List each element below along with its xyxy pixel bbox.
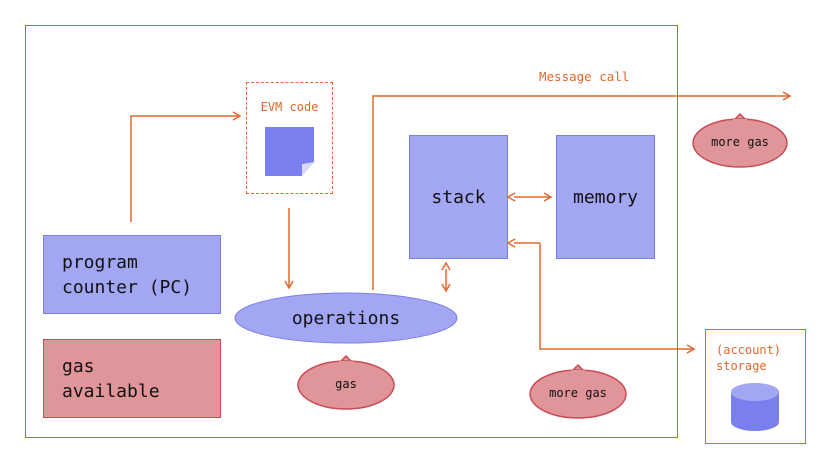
memory-box: memory [556,135,655,259]
message-call-label: Message call [539,69,630,84]
program-counter-box: program counter (PC) [43,235,221,314]
evm-frame [25,25,678,438]
program-counter-line-2: counter (PC) [62,276,193,298]
gas-available-line-1: gas [62,355,95,377]
gas-available-line-2: available [62,380,160,402]
stack-label: stack [431,186,486,208]
message-call-arrow [372,91,792,290]
evm-code-box: EVM code [246,82,333,194]
more-gas-top-label: more gas [711,135,769,149]
more-gas-bottom-label: more gas [549,386,607,400]
operations-ellipse [234,292,458,344]
storage-label-line-1: (account) [716,343,782,357]
stack-box: stack [409,135,508,259]
gas-available-box: gas available [43,339,221,418]
database-icon [731,383,779,431]
evm-code-label: EVM code [260,100,319,114]
memory-label: memory [572,186,639,208]
program-counter-line-1: program [62,251,138,273]
pc-to-code-arrow [130,111,242,222]
stack-storage-arrow [539,243,696,354]
storage-label-line-2: storage [716,359,767,373]
operations-label: operations [291,308,401,329]
document-icon [265,127,314,176]
storage-box: (account) storage [705,329,806,444]
gas-bubble-label: gas [335,377,357,391]
